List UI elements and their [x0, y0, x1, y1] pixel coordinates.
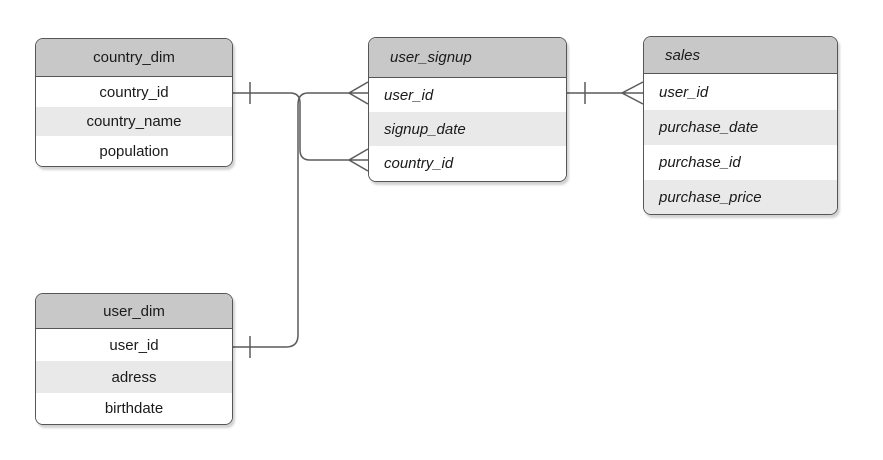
crow-foot-many-icon — [347, 148, 369, 172]
entity-country-dim[interactable]: country_dim country_id country_name popu… — [35, 38, 233, 167]
entity-field[interactable]: country_id — [36, 77, 232, 107]
entity-title[interactable]: user_signup — [369, 38, 566, 78]
entity-field[interactable]: birthdate — [36, 393, 232, 424]
entity-title[interactable]: user_dim — [36, 294, 232, 329]
connector-line — [233, 92, 349, 161]
entity-field[interactable]: user_id — [36, 329, 232, 361]
connector-country-dim-to-user-signup[interactable] — [233, 82, 369, 172]
entity-field[interactable]: user_id — [644, 74, 837, 110]
entity-field[interactable]: purchase_price — [644, 180, 837, 214]
entity-field[interactable]: country_id — [369, 146, 566, 181]
entity-title[interactable]: sales — [644, 37, 837, 74]
entity-field[interactable]: purchase_id — [644, 145, 837, 180]
entity-field[interactable]: adress — [36, 361, 232, 393]
entity-field[interactable]: purchase_date — [644, 110, 837, 145]
entity-title[interactable]: country_dim — [36, 39, 232, 77]
connector-line — [233, 92, 349, 348]
entity-field[interactable]: user_id — [369, 78, 566, 112]
entity-field[interactable]: country_name — [36, 107, 232, 136]
entity-user-signup[interactable]: user_signup user_id signup_date country_… — [368, 37, 567, 182]
connector-user-signup-to-sales[interactable] — [567, 81, 644, 105]
connector-user-dim-to-user-signup[interactable] — [233, 81, 369, 358]
crow-foot-many-icon — [347, 81, 369, 105]
entity-field[interactable]: signup_date — [369, 112, 566, 146]
crow-foot-many-icon — [620, 81, 644, 105]
entity-user-dim[interactable]: user_dim user_id adress birthdate — [35, 293, 233, 425]
entity-field[interactable]: population — [36, 136, 232, 166]
entity-sales[interactable]: sales user_id purchase_date purchase_id … — [643, 36, 838, 215]
